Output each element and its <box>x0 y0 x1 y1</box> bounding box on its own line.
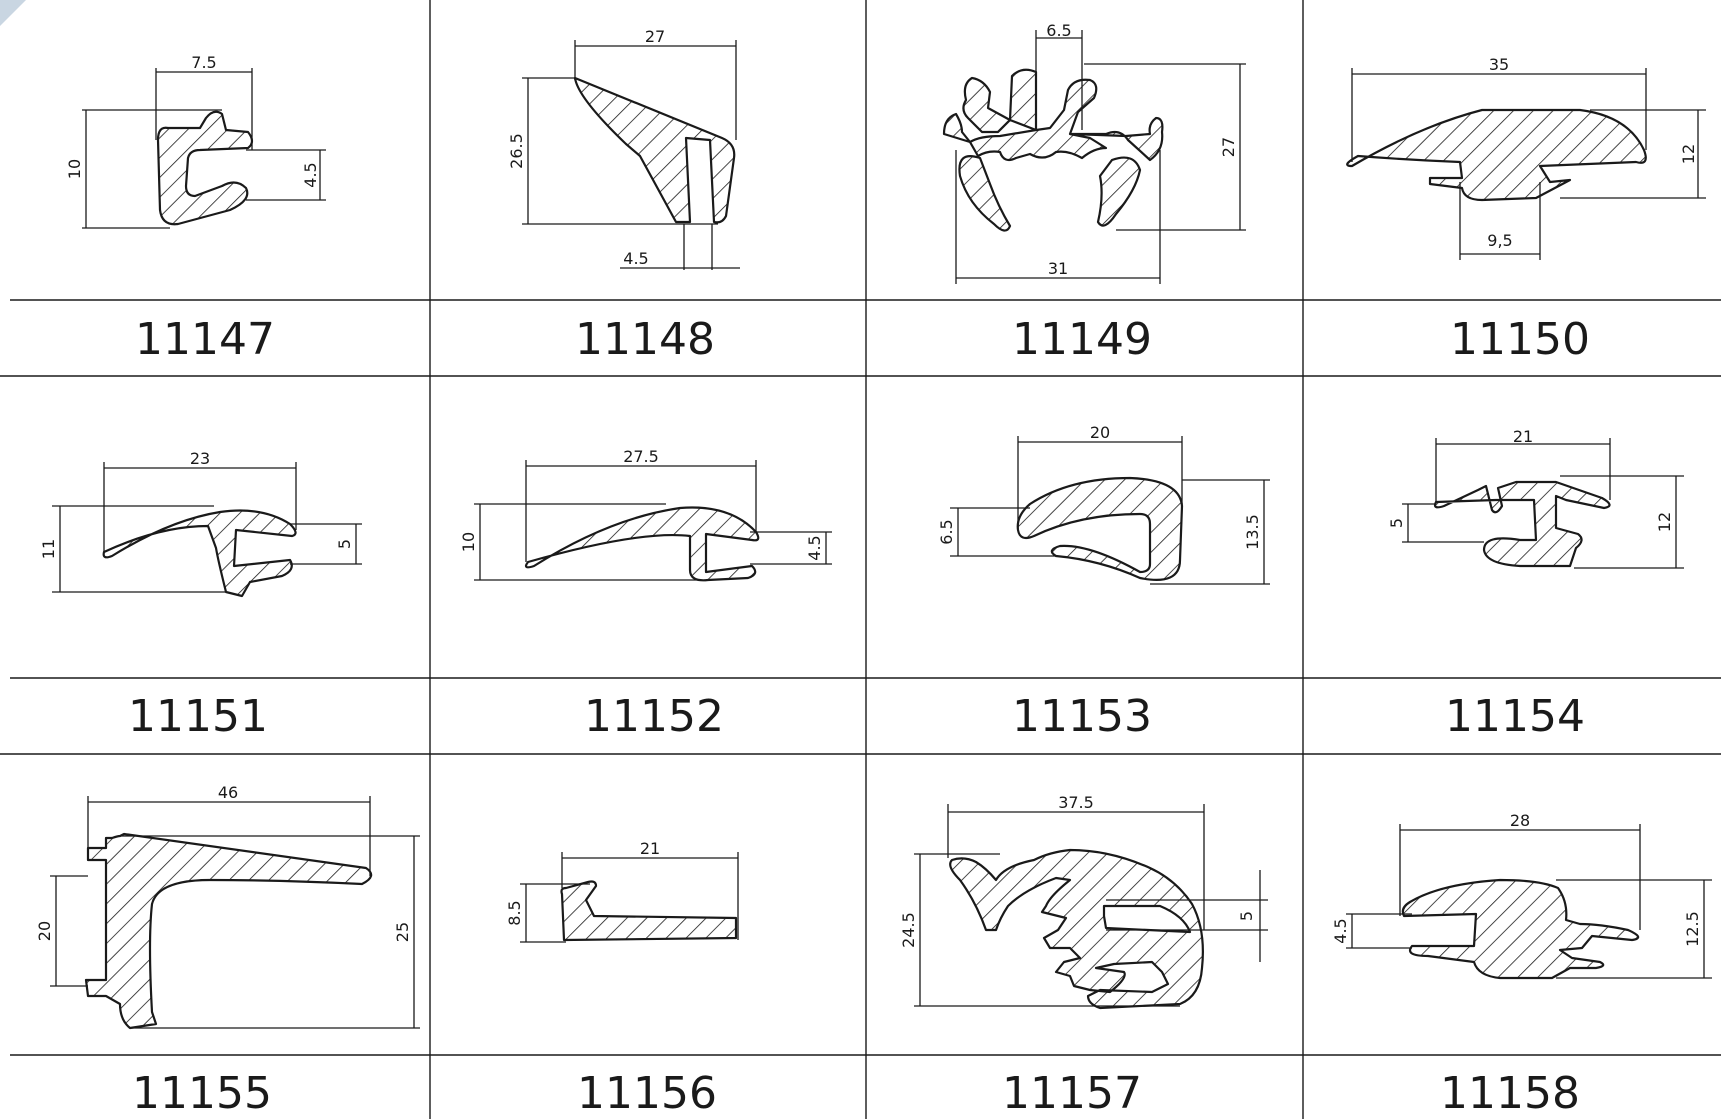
dim-label: 12 <box>1655 512 1674 532</box>
part-code: 11152 <box>584 691 724 742</box>
dim-label: 27 <box>645 27 665 46</box>
part-code: 11150 <box>1450 314 1590 365</box>
dim-label: 37.5 <box>1058 793 1094 812</box>
dim-label: 10 <box>65 159 84 179</box>
part-code: 11158 <box>1440 1068 1580 1119</box>
profile-drawing-11148: 27 26.5 4.5 <box>507 27 740 270</box>
part-code: 11151 <box>128 691 268 742</box>
dim-label: 4.5 <box>623 249 648 268</box>
dim-label: 20 <box>35 921 54 941</box>
profile-drawing-11156: 21 8.5 <box>505 839 739 943</box>
dim-label: 24.5 <box>899 912 918 948</box>
part-code: 11157 <box>1002 1068 1142 1119</box>
dim-label: 28 <box>1510 811 1530 830</box>
profile-drawing-11157: 37.5 24.5 5 <box>899 793 1268 1010</box>
part-code: 11149 <box>1012 314 1152 365</box>
part-code: 11147 <box>135 314 275 365</box>
profile-drawing-11151: 23 11 5 <box>39 449 362 598</box>
dim-label: 7.5 <box>191 53 216 72</box>
dim-label: 10 <box>459 532 478 552</box>
dim-label: 35 <box>1489 55 1509 74</box>
dim-label: 8.5 <box>505 900 524 925</box>
corner-decoration <box>0 0 26 26</box>
part-code: 11153 <box>1012 691 1152 742</box>
dim-label: 6.5 <box>937 519 956 544</box>
profile-drawing-11147: 7.5 10 4.5 <box>65 53 326 229</box>
dim-label: 12 <box>1679 144 1698 164</box>
part-code: 11156 <box>577 1068 717 1119</box>
dim-label: 21 <box>1513 427 1533 446</box>
profile-drawing-11149: 6.5 27 31 <box>942 21 1246 284</box>
dim-label: 12.5 <box>1683 911 1702 947</box>
dim-label: 4.5 <box>1331 918 1350 943</box>
dim-label: 13.5 <box>1243 514 1262 550</box>
part-code: 11155 <box>132 1068 272 1119</box>
dim-label: 31 <box>1048 259 1068 278</box>
dim-label: 4.5 <box>805 535 824 560</box>
dim-label: 23 <box>190 449 210 468</box>
dim-label: 27 <box>1219 137 1238 157</box>
dim-label: 5 <box>1237 911 1256 921</box>
part-code: 11154 <box>1445 691 1585 742</box>
profile-drawing-11153: 20 6.5 13.5 <box>937 423 1270 585</box>
profile-drawing-11152: 27.5 10 4.5 <box>459 447 832 582</box>
dim-label: 27.5 <box>623 447 659 466</box>
part-code-labels: 11147 11148 11149 11150 11151 11152 1115… <box>128 314 1590 1119</box>
dim-label: 25 <box>393 922 412 942</box>
dim-label: 26.5 <box>507 133 526 169</box>
dim-label: 46 <box>218 783 238 802</box>
dim-label: 21 <box>640 839 660 858</box>
dim-label: 5 <box>335 539 354 549</box>
profile-drawing-11158: 28 4.5 12.5 <box>1331 811 1712 980</box>
profile-drawing-11154: 21 5 12 <box>1387 427 1684 569</box>
profile-drawing-11155: 46 20 25 <box>35 783 420 1030</box>
dim-label: 11 <box>39 539 58 559</box>
dim-label: 20 <box>1090 423 1110 442</box>
profile-drawing-11150: 35 12 9,5 <box>1346 55 1706 260</box>
part-code: 11148 <box>575 314 715 365</box>
dim-label: 5 <box>1387 518 1406 528</box>
dim-label: 9,5 <box>1487 231 1512 250</box>
dim-label: 4.5 <box>301 162 320 187</box>
dim-label: 6.5 <box>1046 21 1071 40</box>
